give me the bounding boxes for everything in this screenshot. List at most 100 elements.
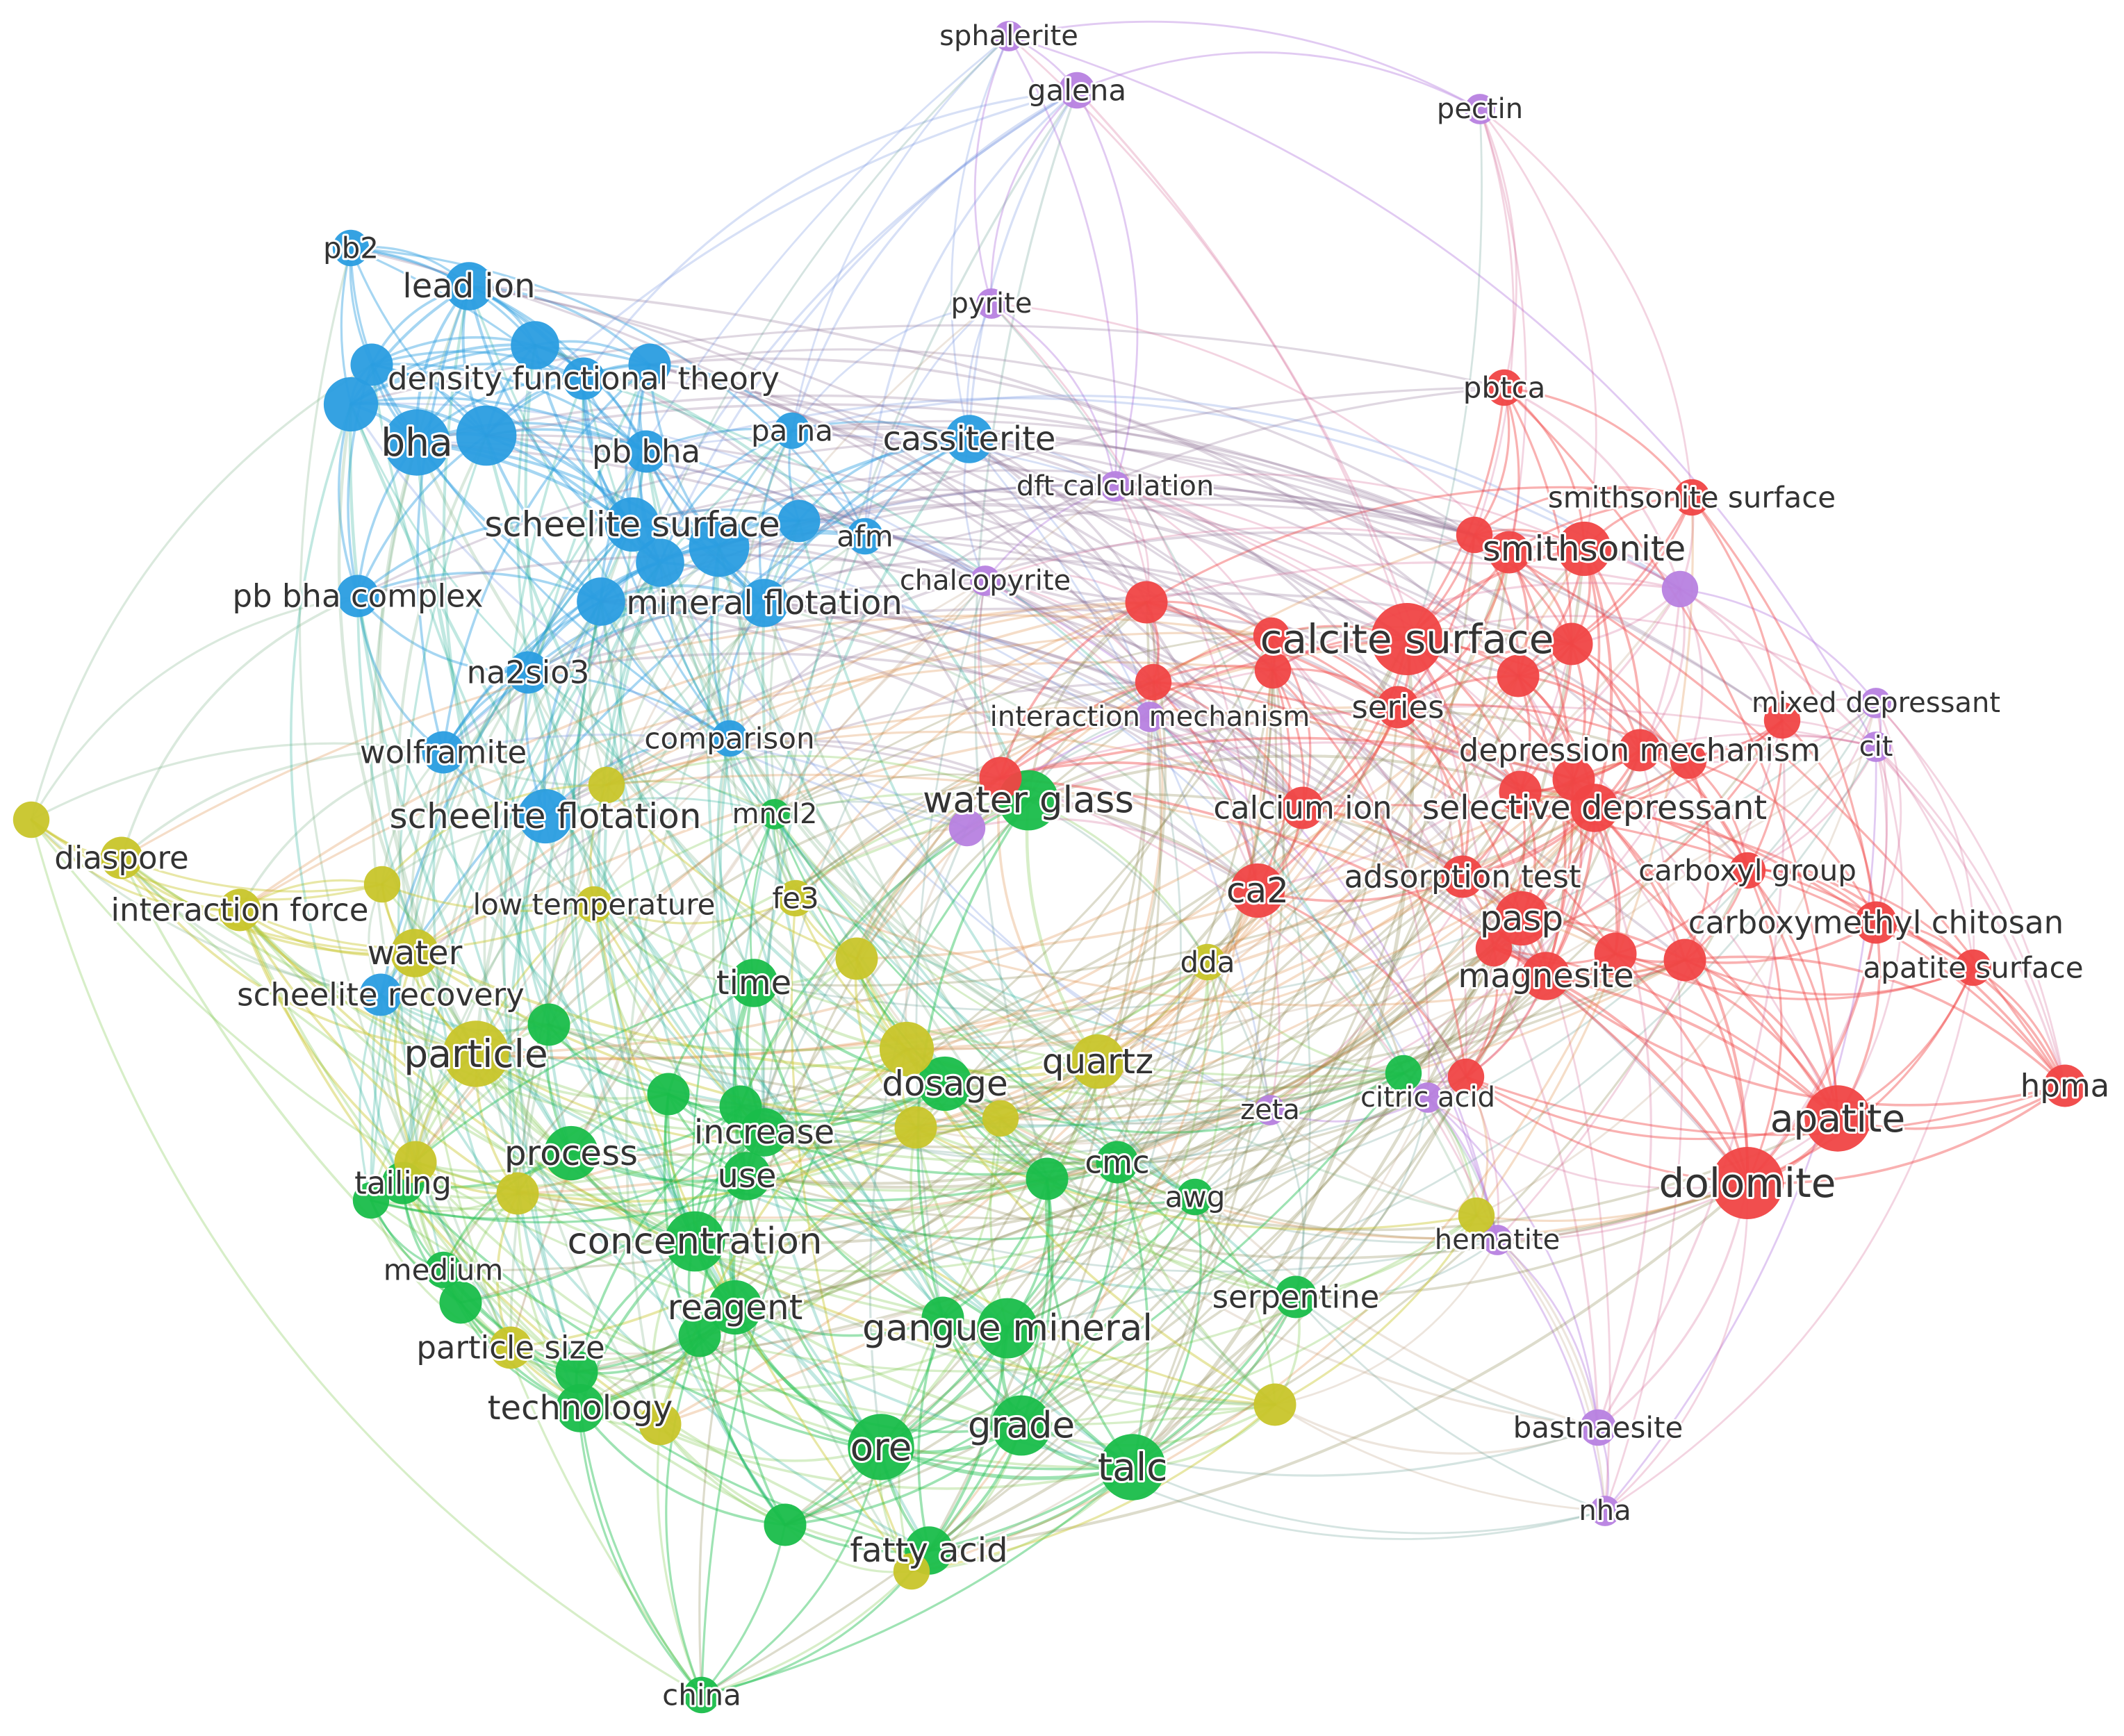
node-unlabeled[interactable]: [13, 801, 50, 838]
node-magnesite[interactable]: [1522, 952, 1570, 1000]
node-process[interactable]: [543, 1125, 599, 1181]
node-unlabeled[interactable]: [636, 538, 684, 587]
node-series[interactable]: [1376, 686, 1419, 729]
node-carboxymethyl-chitosan[interactable]: [1854, 901, 1897, 944]
node-water[interactable]: [390, 929, 439, 977]
node-apatite[interactable]: [1804, 1085, 1871, 1152]
node-unlabeled[interactable]: [893, 1553, 930, 1590]
node-unlabeled[interactable]: [1763, 702, 1801, 739]
node-scheelite-flotation[interactable]: [518, 788, 573, 844]
node-unlabeled[interactable]: [1135, 663, 1172, 701]
node-quartz[interactable]: [1070, 1034, 1126, 1089]
node-unlabeled[interactable]: [948, 809, 986, 847]
node-mixed-depressant[interactable]: [1861, 688, 1891, 718]
node-unlabeled[interactable]: [1253, 617, 1290, 654]
node-interaction-force[interactable]: [218, 888, 261, 932]
node-depression-mechanism[interactable]: [1618, 729, 1661, 772]
node-pb2[interactable]: [332, 229, 370, 267]
node-gangue-mineral[interactable]: [977, 1298, 1038, 1359]
node-unlabeled[interactable]: [350, 343, 393, 386]
node-unlabeled[interactable]: [1125, 581, 1168, 624]
node-awg[interactable]: [1176, 1178, 1214, 1216]
node-unlabeled[interactable]: [894, 1106, 937, 1149]
node-sphalerite[interactable]: [994, 21, 1024, 51]
node-unlabeled[interactable]: [1550, 622, 1593, 666]
node-unlabeled[interactable]: [879, 1021, 935, 1077]
node-pb-bha-complex[interactable]: [336, 574, 379, 618]
node-scheelite-surface[interactable]: [604, 497, 660, 552]
node-fe3[interactable]: [777, 879, 814, 917]
node-unlabeled[interactable]: [527, 1003, 570, 1046]
node-unlabeled[interactable]: [628, 343, 671, 386]
node-unlabeled[interactable]: [1447, 1058, 1485, 1096]
node-serpentine[interactable]: [1274, 1275, 1317, 1318]
node-dosage[interactable]: [917, 1056, 973, 1111]
node-bastnaesite[interactable]: [1579, 1409, 1617, 1446]
node-unlabeled[interactable]: [1661, 570, 1699, 608]
node-adsorption-test[interactable]: [1441, 855, 1484, 898]
node-unlabeled[interactable]: [1594, 932, 1637, 975]
node-unlabeled[interactable]: [1497, 654, 1540, 697]
node-unlabeled[interactable]: [555, 1350, 598, 1394]
node-pectin[interactable]: [1465, 94, 1495, 124]
node-unlabeled[interactable]: [764, 1503, 807, 1546]
node-chalcopyrite[interactable]: [970, 565, 1001, 596]
node-unlabeled[interactable]: [1499, 770, 1542, 813]
node-low-temperature[interactable]: [575, 886, 613, 923]
node-galena[interactable]: [1058, 72, 1096, 109]
node-zeta[interactable]: [1255, 1095, 1285, 1125]
node-unlabeled[interactable]: [588, 766, 625, 804]
node-ore[interactable]: [848, 1414, 914, 1480]
node-pa-na[interactable]: [773, 412, 811, 449]
node-unlabeled[interactable]: [982, 1100, 1019, 1137]
node-dolomite[interactable]: [1711, 1147, 1784, 1219]
node-unlabeled[interactable]: [456, 405, 517, 466]
node-cit[interactable]: [1861, 731, 1891, 762]
node-unlabeled[interactable]: [439, 1281, 482, 1324]
node-unlabeled[interactable]: [1385, 1055, 1422, 1092]
node-unlabeled[interactable]: [1663, 939, 1706, 982]
node-unlabeled[interactable]: [394, 1141, 437, 1184]
node-pyrite[interactable]: [976, 288, 1007, 319]
node-citric-acid[interactable]: [1413, 1082, 1443, 1113]
node-lead-ion[interactable]: [445, 262, 493, 311]
node-smithsonite-surface[interactable]: [1673, 479, 1711, 516]
node-unlabeled[interactable]: [1458, 1197, 1495, 1234]
node-hpma[interactable]: [2043, 1064, 2086, 1107]
node-mncl2[interactable]: [759, 799, 790, 829]
node-technology[interactable]: [556, 1384, 604, 1432]
node-nha[interactable]: [1590, 1496, 1620, 1526]
node-cmc[interactable]: [1096, 1141, 1139, 1184]
node-unlabeled[interactable]: [577, 577, 625, 626]
node-carboxyl-group[interactable]: [1729, 852, 1766, 889]
node-china[interactable]: [683, 1676, 721, 1714]
node-smithsonite[interactable]: [1556, 521, 1612, 577]
node-calcium-ion[interactable]: [1281, 786, 1324, 829]
node-grade[interactable]: [991, 1395, 1052, 1456]
node-afm[interactable]: [846, 518, 884, 555]
node-unlabeled[interactable]: [1026, 1157, 1069, 1200]
node-density-functional-theory[interactable]: [562, 357, 605, 400]
node-pb-bha[interactable]: [625, 430, 668, 473]
node-unlabeled[interactable]: [352, 1182, 390, 1219]
node-pasp[interactable]: [1494, 891, 1549, 946]
node-interaction-mechanism[interactable]: [1135, 702, 1165, 732]
node-wolframite[interactable]: [422, 731, 465, 774]
node-reagent[interactable]: [707, 1280, 763, 1335]
node-unlabeled[interactable]: [1456, 516, 1493, 554]
node-unlabeled[interactable]: [1254, 652, 1292, 689]
node-ca2[interactable]: [1230, 863, 1285, 918]
node-unlabeled[interactable]: [678, 1314, 721, 1357]
node-unlabeled[interactable]: [1488, 531, 1531, 574]
node-cassiterite[interactable]: [945, 415, 994, 463]
node-unlabeled[interactable]: [1670, 742, 1707, 779]
node-concentration[interactable]: [664, 1211, 725, 1272]
node-comparison[interactable]: [711, 720, 748, 757]
node-bha[interactable]: [384, 409, 450, 476]
node-unlabeled[interactable]: [647, 1073, 690, 1116]
node-pbtca[interactable]: [1485, 369, 1523, 406]
node-apatite-surface[interactable]: [1954, 949, 1992, 986]
node-unlabeled[interactable]: [719, 1085, 762, 1128]
node-unlabeled[interactable]: [689, 516, 750, 577]
node-hematite[interactable]: [1482, 1225, 1513, 1255]
